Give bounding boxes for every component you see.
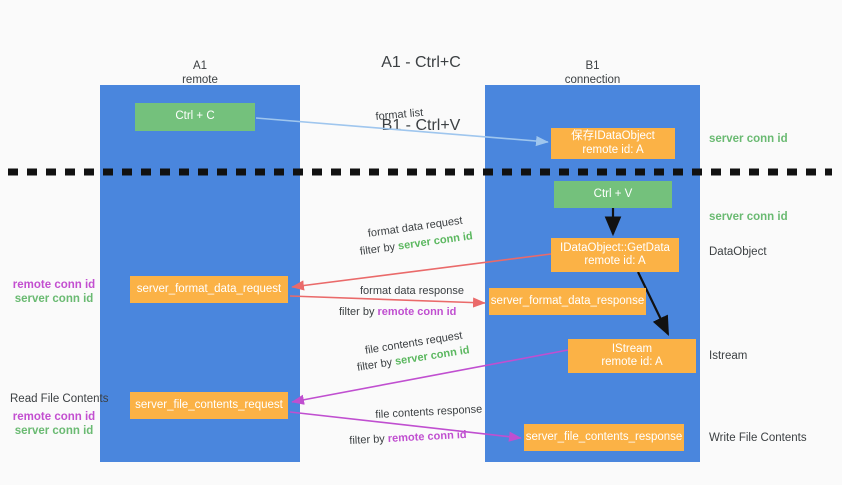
edge-label-file-contents-response-filter: filter by remote conn id (349, 428, 467, 448)
node-istream[interactable]: IStream remote id: A (568, 339, 696, 373)
left-label-group-format-data: remote conn id server conn id (10, 278, 98, 306)
left-label-remote-conn-id-1: remote conn id (12, 279, 96, 291)
node-istream-line1: IStream (611, 342, 653, 355)
right-label-server-conn-id-2: server conn id (709, 211, 788, 223)
node-ctrl-v[interactable]: Ctrl + V (554, 181, 672, 208)
edge-label-format-data-response: format data response (360, 285, 464, 297)
node-server-format-data-response[interactable]: server_format_data_response (489, 288, 646, 315)
node-ctrl-v-label: Ctrl + V (593, 187, 633, 200)
left-label-group-file-contents: remote conn id server conn id (10, 410, 98, 438)
node-server-format-data-response-label: server_format_data_response (490, 294, 645, 307)
node-save-idataobject-line1: 保存IDataObject (571, 130, 655, 142)
right-label-server-conn-id-1: server conn id (709, 133, 788, 145)
column-header-a1: A1 remote (100, 59, 300, 87)
node-server-file-contents-response[interactable]: server_file_contents_response (524, 424, 684, 451)
node-save-idataobject[interactable]: 保存IDataObject remote id: A (551, 128, 675, 159)
left-label-server-conn-id-2: server conn id (14, 425, 94, 437)
title-line-1: A1 - Ctrl+C (381, 54, 461, 71)
left-label-remote-conn-id-2: remote conn id (12, 411, 96, 423)
edge-label-file-contents-response: file contents response (375, 403, 483, 421)
node-save-idataobject-line2: remote id: A (582, 143, 644, 156)
node-getdata-line1: IDataObject::GetData (560, 241, 670, 254)
filter-prefix: filter by (359, 240, 399, 258)
right-label-dataobject: DataObject (709, 246, 767, 258)
column-b1-name: B1 (585, 60, 600, 72)
right-label-istream: Istream (709, 350, 748, 362)
node-istream-line2: remote id: A (601, 356, 663, 368)
node-ctrl-c-label: Ctrl + C (175, 110, 215, 123)
filter-prefix: filter by (349, 432, 389, 447)
node-ctrl-c[interactable]: Ctrl + C (135, 103, 255, 131)
node-idataobject-getdata[interactable]: IDataObject::GetData remote id: A (551, 238, 679, 272)
left-label-read-file-contents: Read File Contents (10, 393, 109, 405)
node-server-format-data-request[interactable]: server_format_data_request (130, 276, 288, 303)
filter-value-remote-conn-id: remote conn id (387, 428, 467, 445)
node-server-file-contents-response-label: server_file_contents_response (525, 430, 683, 443)
edge-label-format-data-response-filter: filter by remote conn id (339, 305, 456, 319)
column-a1-sub: remote (182, 74, 218, 86)
column-b1-sub: connection (564, 74, 621, 86)
filter-prefix: filter by (356, 355, 397, 374)
node-server-file-contents-request-label: server_file_contents_request (135, 398, 283, 411)
column-header-b1: B1 connection (485, 59, 700, 87)
right-label-write-file-contents: Write File Contents (709, 432, 807, 444)
node-server-file-contents-request[interactable]: server_file_contents_request (130, 392, 288, 419)
node-getdata-line2: remote id: A (584, 255, 646, 267)
filter-value-remote-conn-id: remote conn id (377, 306, 457, 318)
filter-prefix: filter by (339, 306, 378, 318)
left-label-server-conn-id-1: server conn id (14, 293, 94, 305)
column-a1-name: A1 (192, 60, 208, 72)
node-server-format-data-request-label: server_format_data_request (136, 282, 282, 295)
